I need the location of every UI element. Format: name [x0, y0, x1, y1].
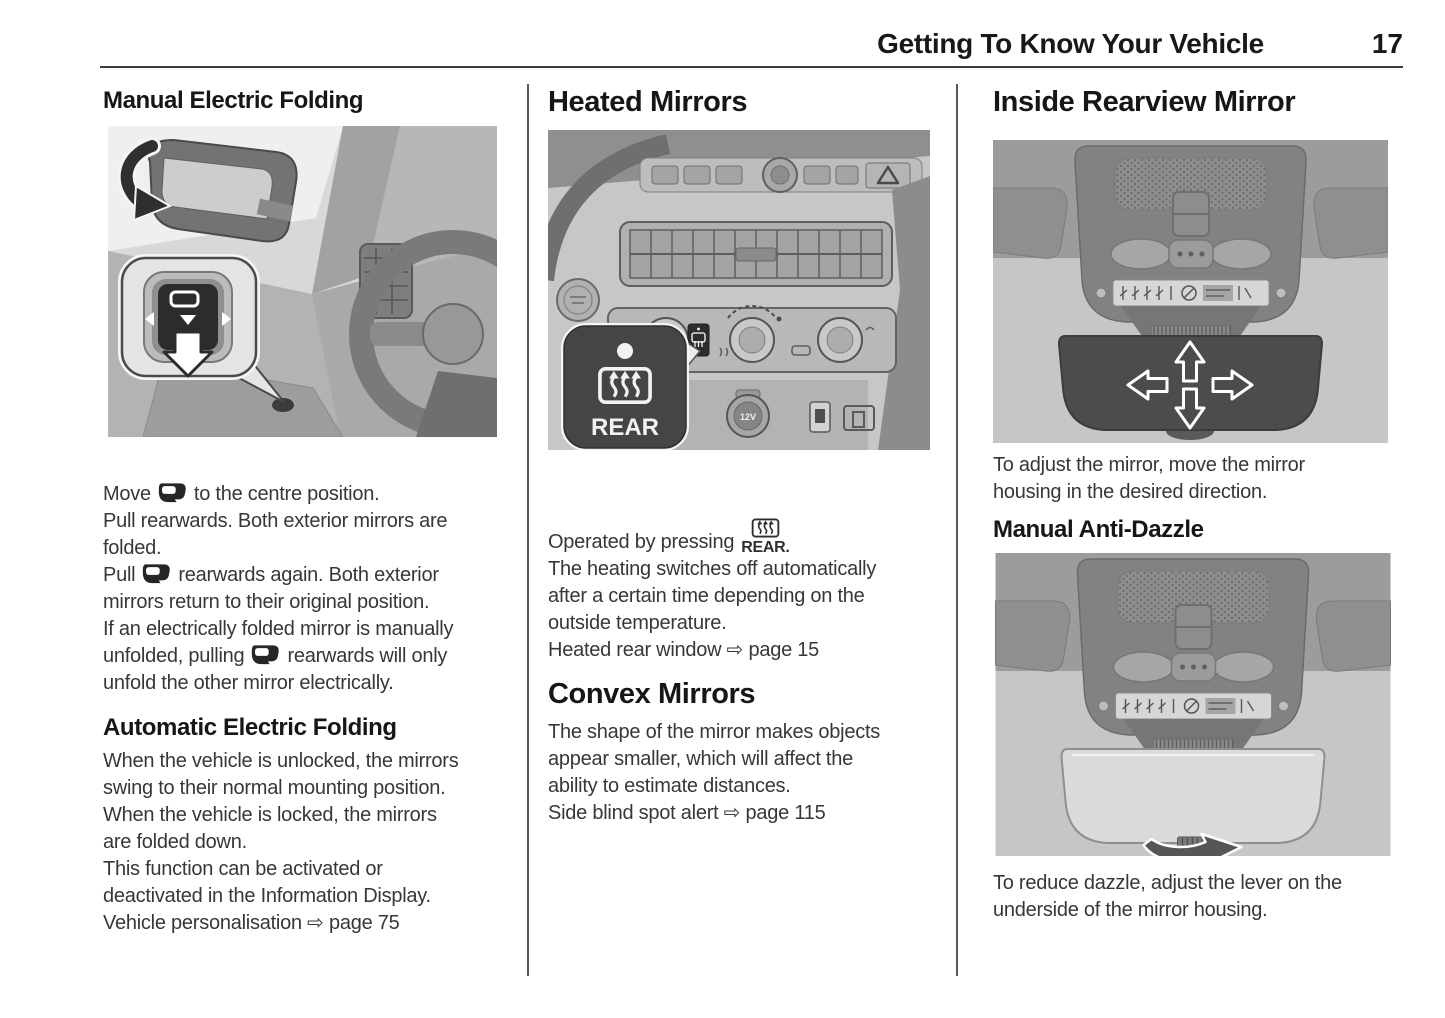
- heated-rear-window-icon: [751, 518, 780, 538]
- text-line: deactivated in the Information Display.: [103, 885, 431, 907]
- text-line: unfold the other mirror electrically.: [103, 672, 394, 694]
- text-line: Move to the centre position.: [103, 481, 527, 508]
- paragraph: To reduce dazzle, adjust the lever on th…: [993, 870, 1445, 924]
- column-right: Inside Rearview Mirror To adjust the mir…: [993, 86, 1445, 924]
- text-line: When the vehicle is locked, the mirrors: [103, 804, 437, 826]
- paragraph: When the vehicle is unlocked, the mirror…: [103, 748, 527, 937]
- rearview-mirror-adjust-illustration: [993, 140, 1388, 443]
- cross-reference-line: Vehicle personalisation ⇨ page 75: [103, 912, 400, 934]
- figure-anti-dazzle-lever: [993, 553, 1445, 856]
- text-line: unfolded, pulling rearwards will only: [103, 643, 527, 670]
- text-line: Pull rearwards again. Both exterior: [103, 562, 527, 589]
- paragraph: Operated by pressing REAR. The heating s…: [548, 508, 954, 664]
- text-line: The heating switches off automatically: [548, 558, 877, 580]
- header-rule: [100, 66, 1403, 68]
- mirror-folding-illustration: [108, 126, 497, 437]
- text-line: This function can be activated or: [103, 858, 383, 880]
- page-header: Getting To Know Your Vehicle 17: [100, 28, 1403, 60]
- text-run: Move: [103, 483, 151, 505]
- section-heading-manual-electric-folding: Manual Electric Folding: [103, 87, 364, 114]
- figure-mirror-folding: [103, 126, 527, 437]
- text-run: Pull: [103, 564, 136, 586]
- page-number: 17: [1371, 28, 1403, 59]
- figure-heated-mirror-button: 12V REAR: [548, 130, 954, 450]
- rear-label: REAR.: [741, 539, 790, 556]
- text-line: housing in the desired direction.: [993, 481, 1268, 503]
- chapter-title: Getting To Know Your Vehicle: [877, 28, 1264, 59]
- text-line: are folded down.: [103, 831, 247, 853]
- cross-reference-line: Side blind spot alert ⇨ page 115: [548, 802, 826, 824]
- exterior-mirror-icon: [252, 645, 280, 665]
- text-line: When the vehicle is unlocked, the mirror…: [103, 750, 459, 772]
- section-heading-heated-mirrors: Heated Mirrors: [548, 86, 748, 118]
- text-line: appear smaller, which will affect the: [548, 748, 853, 770]
- column-middle: Heated Mirrors: [548, 86, 954, 827]
- figure-rearview-mirror-adjust: [993, 140, 1445, 443]
- text-line: To adjust the mirror, move the mirror: [993, 454, 1305, 476]
- section-heading-convex-mirrors: Convex Mirrors: [548, 678, 756, 710]
- cross-reference-line: Heated rear window ⇨ page 15: [548, 639, 820, 661]
- text-line: Pull rearwards. Both exterior mirrors ar…: [103, 510, 448, 532]
- text-line: ability to estimate distances.: [548, 775, 791, 797]
- dashboard-rear-button-illustration: 12V REAR: [548, 130, 930, 450]
- section-heading-manual-anti-dazzle: Manual Anti-Dazzle: [993, 516, 1204, 543]
- text-line: Operated by pressing REAR.: [548, 508, 954, 556]
- paragraph: The shape of the mirror makes objects ap…: [548, 719, 954, 827]
- column-divider: [956, 84, 958, 976]
- text-line: folded.: [103, 537, 162, 559]
- section-heading-automatic-electric-folding: Automatic Electric Folding: [103, 714, 397, 741]
- text-line: mirrors return to their original positio…: [103, 591, 430, 613]
- text-run: Operated by pressing: [548, 531, 735, 553]
- text-line: after a certain time depending on the: [548, 585, 865, 607]
- text-run: to the centre position.: [193, 483, 380, 505]
- text-line: The shape of the mirror makes objects: [548, 721, 881, 743]
- section-heading-inside-rearview-mirror: Inside Rearview Mirror: [993, 86, 1296, 118]
- exterior-mirror-icon: [143, 564, 171, 584]
- exterior-mirror-icon: [158, 483, 186, 503]
- paragraph: Move to the centre position. Pull rearwar…: [103, 481, 527, 697]
- text-line: To reduce dazzle, adjust the lever on th…: [993, 872, 1342, 894]
- text-line: outside temperature.: [548, 612, 727, 634]
- 12v-socket-label: 12V: [740, 412, 756, 422]
- column-divider: [527, 84, 529, 976]
- anti-dazzle-lever-illustration: [994, 553, 1392, 856]
- rear-button-callout-label: REAR: [591, 414, 659, 441]
- column-left: Manual Electric Folding: [103, 86, 527, 937]
- text-run: rearwards will only: [287, 645, 448, 667]
- text-line: underside of the mirror housing.: [993, 899, 1268, 921]
- text-line: swing to their normal mounting position.: [103, 777, 446, 799]
- text-line: If an electrically folded mirror is manu…: [103, 618, 454, 640]
- rear-button-reference: REAR.: [741, 518, 790, 556]
- text-run: unfolded, pulling: [103, 645, 245, 667]
- text-run: rearwards again. Both exterior: [178, 564, 439, 586]
- paragraph: To adjust the mirror, move the mirror ho…: [993, 452, 1445, 506]
